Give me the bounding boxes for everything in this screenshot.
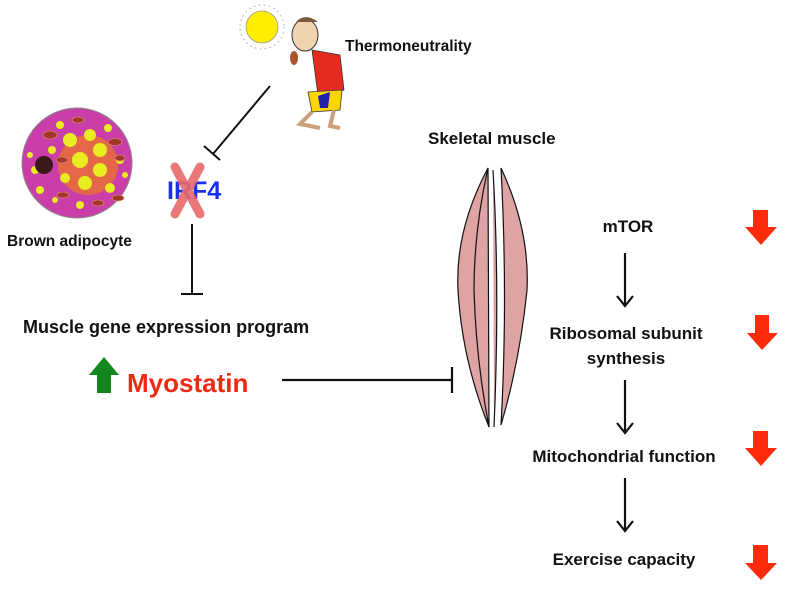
inhibition-myostatin-muscle xyxy=(282,367,454,393)
mitochondrial-label: Mitochondrial function xyxy=(532,447,715,466)
myostatin-label: Myostatin xyxy=(127,368,248,398)
mtor-label: mTOR xyxy=(603,217,654,236)
pathway-arrows xyxy=(616,253,634,533)
up-arrow-icon xyxy=(89,357,119,393)
arrow-mtor-ribosomal xyxy=(616,253,634,308)
skeletal-muscle-illustration xyxy=(457,167,528,428)
brown-adipocyte-label: Brown adipocyte xyxy=(7,233,132,250)
brown-adipocyte-illustration xyxy=(21,107,133,219)
muscle-gene-program-label: Muscle gene expression program xyxy=(23,317,309,337)
skeletal-muscle-label: Skeletal muscle xyxy=(428,129,556,148)
arrow-mito-exercise xyxy=(616,478,634,533)
down-arrow-icon-exercise xyxy=(745,545,777,580)
down-arrow-icon-ribosomal xyxy=(747,315,778,350)
ribosomal-label-line1: Ribosomal subunit xyxy=(550,324,703,343)
down-arrow-icon-mtor xyxy=(745,210,777,245)
hot-person-illustration xyxy=(290,17,345,130)
thermoneutrality-label: Thermoneutrality xyxy=(345,38,472,55)
down-arrow-icon-mito xyxy=(745,431,777,466)
inhibition-irf4-program xyxy=(181,224,203,295)
inhibition-thermo-irf4 xyxy=(203,85,271,161)
exercise-label: Exercise capacity xyxy=(553,550,696,569)
arrow-ribosomal-mito xyxy=(616,380,634,435)
knockout-x-icon xyxy=(170,162,205,219)
sun-icon xyxy=(239,4,285,50)
ribosomal-label-line2: synthesis xyxy=(587,349,665,368)
